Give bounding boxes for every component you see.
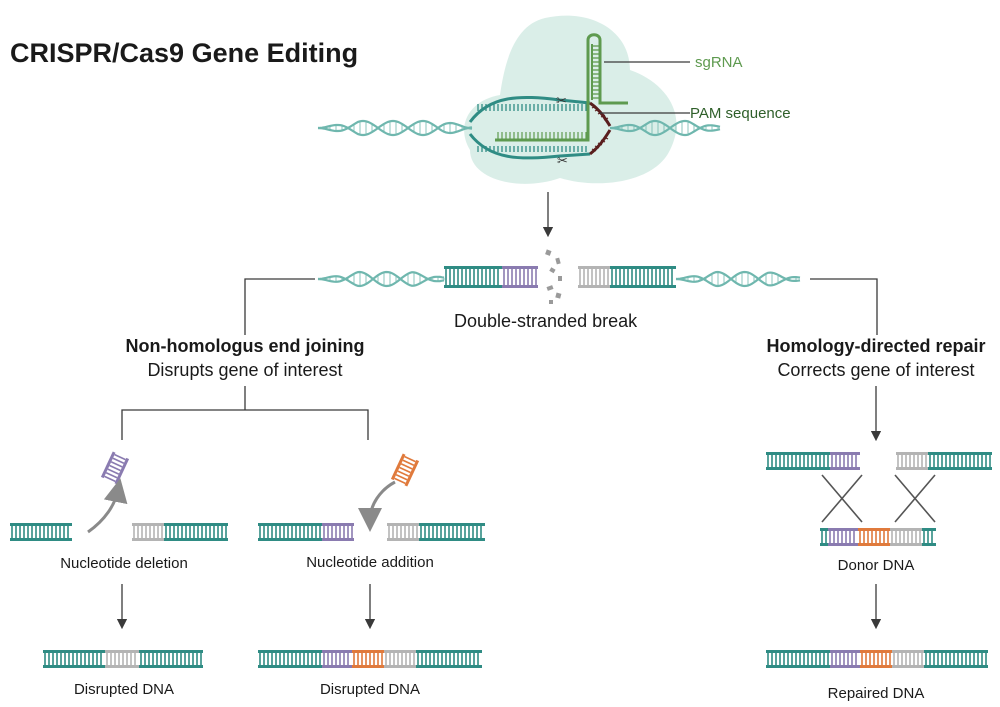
curved-arrow	[358, 480, 396, 532]
removed-fragment-icon	[100, 451, 130, 485]
dna-helix-right	[675, 270, 801, 288]
dna-segment	[828, 528, 858, 546]
double-strand-break: Double-stranded break	[317, 249, 801, 331]
dna-ends-row	[258, 523, 485, 541]
crossover-lines	[821, 474, 936, 523]
connector-right	[810, 278, 878, 335]
dna-segment	[322, 650, 352, 668]
dna-segment	[924, 650, 988, 668]
diagram-title: CRISPR/Cas9 Gene Editing	[10, 38, 358, 68]
dna-segment	[928, 452, 992, 470]
dna-segment	[387, 523, 419, 541]
dna-segment	[132, 523, 164, 541]
dna-segment	[766, 452, 830, 470]
nhej-subtitle: Disrupts gene of interest	[147, 360, 342, 380]
connector-left	[244, 278, 315, 335]
inserted-fragment-icon	[390, 453, 420, 487]
dna-segment	[892, 650, 924, 668]
sgrna-label: sgRNA	[695, 54, 743, 71]
dna-ends-row	[10, 523, 228, 541]
sgrna-strand	[495, 33, 628, 142]
dna-segment	[444, 266, 502, 288]
hdr-branch: Donor DNA Repaired DNA	[766, 452, 992, 702]
dna-segment	[322, 523, 354, 541]
donor-dna	[820, 528, 936, 546]
dna-segment	[164, 523, 228, 541]
deletion-label: Nucleotide deletion	[60, 555, 188, 572]
pam-label: PAM sequence	[690, 105, 791, 122]
dna-segment	[384, 650, 416, 668]
cas9-complex: ✂ ✂ sgRNA PAM sequence	[317, 15, 791, 184]
disrupted-dna-left	[43, 650, 203, 668]
dna-segment	[10, 523, 72, 541]
dna-segment-right	[578, 266, 676, 288]
dna-segment	[766, 650, 830, 668]
dna-helix-right	[609, 119, 721, 137]
dna-segment-left	[444, 266, 538, 288]
bracket-nhej	[121, 409, 369, 440]
dna-segment	[922, 528, 936, 546]
dna-segment	[43, 650, 105, 668]
dna-helix-left	[317, 119, 473, 137]
dna-segment	[139, 650, 203, 668]
disrupted-label-left: Disrupted DNA	[74, 681, 174, 698]
dna-segment	[896, 452, 928, 470]
nhej-title: Non-homologus end joining	[126, 336, 365, 356]
dna-segment	[610, 266, 676, 288]
dna-segment	[830, 650, 860, 668]
dna-segment	[890, 528, 922, 546]
scissors-icon: ✂	[557, 154, 568, 169]
deletion-branch: Nucleotide deletion Disrupted DNA	[10, 451, 228, 698]
svg-text:✂: ✂	[556, 94, 567, 109]
break-fragments	[545, 249, 562, 304]
dna-segment	[502, 266, 538, 288]
svg-text:✂: ✂	[557, 154, 568, 169]
curved-arrow	[87, 478, 128, 534]
disrupted-label-right: Disrupted DNA	[320, 681, 420, 698]
dna-segment	[352, 650, 384, 668]
dna-segment	[419, 523, 485, 541]
dna-segment	[830, 452, 860, 470]
dsb-label: Double-stranded break	[454, 311, 638, 331]
dna-segment	[258, 650, 322, 668]
broken-dna-ends	[766, 452, 992, 470]
dna-helix-left	[317, 270, 445, 288]
dna-segment	[416, 650, 482, 668]
dna-segment	[105, 650, 139, 668]
hdr-title: Homology-directed repair	[766, 336, 985, 356]
repaired-label: Repaired DNA	[828, 685, 925, 702]
dna-segment	[390, 453, 420, 487]
hdr-subtitle: Corrects gene of interest	[777, 360, 974, 380]
dna-segment	[578, 266, 610, 288]
addition-branch: Nucleotide addition Disrupted DNA	[258, 453, 485, 698]
repaired-dna	[766, 650, 988, 668]
dna-segment	[258, 523, 322, 541]
dna-segment	[100, 451, 130, 485]
scissors-icon: ✂	[556, 94, 567, 109]
disrupted-dna-right	[258, 650, 482, 668]
dna-segment	[820, 528, 828, 546]
donor-label: Donor DNA	[838, 557, 915, 574]
addition-label: Nucleotide addition	[306, 554, 434, 571]
dna-segment	[858, 528, 890, 546]
dna-segment	[860, 650, 892, 668]
